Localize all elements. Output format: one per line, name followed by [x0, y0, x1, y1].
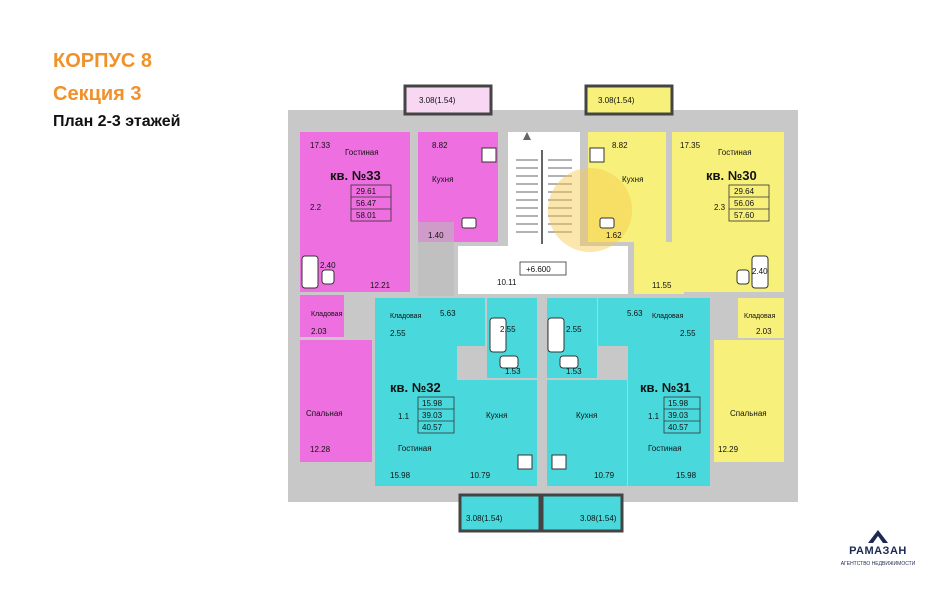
- fixtures: [301, 147, 769, 470]
- storage-area-31: 2.55: [680, 329, 696, 338]
- storage-area-30: 2.03: [756, 327, 772, 336]
- wc-area-30: 1.62: [606, 231, 622, 240]
- area-living-31: 15.98: [668, 399, 689, 408]
- area-total-33: 56.47: [356, 199, 377, 208]
- bath-area-31: 2.55: [566, 325, 582, 334]
- storage-area-33: 2.03: [311, 327, 327, 336]
- area-total-31: 39.03: [668, 411, 689, 420]
- balcony-bottom-left: [458, 493, 542, 533]
- kitchen-area-32: 10.79: [470, 471, 491, 480]
- kitchen-label-32: Кухня: [486, 411, 507, 420]
- apartment-code-30: 2.3: [714, 203, 726, 212]
- kitchen-label-33: Кухня: [432, 175, 453, 184]
- area-with-balcony-33: 58.01: [356, 211, 377, 220]
- storage-label-30: Кладовая: [744, 313, 776, 320]
- bedroom-area-33: 12.28: [310, 445, 331, 454]
- kitchen-area-30: 8.82: [612, 141, 628, 150]
- apartment-title-32: кв. №32: [390, 380, 441, 395]
- watermark-shape: [418, 222, 454, 296]
- apartment-32: [375, 298, 537, 486]
- area-with-balcony-31: 40.57: [668, 423, 689, 432]
- apartment-title-31: кв. №31: [640, 380, 691, 395]
- stair-hall-area: 10.11: [497, 278, 517, 287]
- kitchen-label-31: Кухня: [576, 411, 597, 420]
- living-label-32: Гостиная: [398, 444, 432, 453]
- watermark-circle: [548, 168, 632, 252]
- area-living-32: 15.98: [422, 399, 443, 408]
- bath-area-32: 2.55: [500, 325, 516, 334]
- apartment-code-32: 1.1: [398, 412, 410, 421]
- wc-area-31: 1.53: [566, 367, 582, 376]
- apartment-code-33: 2.2: [310, 203, 322, 212]
- living-area-32: 15.98: [390, 471, 411, 480]
- plan-title: План 2-3 этажей: [53, 113, 181, 130]
- living-area-33: 17.33: [310, 141, 331, 150]
- wc-area-33: 1.40: [428, 231, 444, 240]
- area-living-30: 29.64: [734, 187, 755, 196]
- hall-area-30: 11.55: [652, 281, 672, 290]
- logo-roof-icon: [868, 530, 888, 543]
- balcony-top-left: [403, 84, 493, 116]
- living-area-31: 15.98: [676, 471, 697, 480]
- building-title: КОРПУС 8: [53, 50, 153, 72]
- area-total-30: 56.06: [734, 199, 755, 208]
- bedroom-label-30: Спальная: [730, 409, 767, 418]
- elevation-mark: +6.600: [526, 265, 551, 274]
- storage-label-31: Кладовая: [652, 313, 684, 320]
- balcony-bottom-right: [540, 493, 624, 533]
- hall-area-32: 5.63: [440, 309, 456, 318]
- bath-area-30: 2.40: [752, 267, 768, 276]
- company-logo: РАМАЗАН АГЕНТСТВО НЕДВИЖИМОСТИ: [838, 527, 918, 577]
- bedroom-area-30: 12.29: [718, 445, 739, 454]
- wc-area-32: 1.53: [505, 367, 521, 376]
- living-label-30: Гостиная: [718, 148, 752, 157]
- living-label-33: Гостиная: [345, 148, 379, 157]
- section-title: Секция 3: [53, 83, 142, 105]
- storage-label-33: Кладовая: [311, 311, 343, 318]
- kitchen-area-33: 8.82: [432, 141, 448, 150]
- balcony-label-bottom-right: 3.08(1.54): [580, 514, 617, 523]
- kitchen-label-30: Кухня: [622, 175, 643, 184]
- kitchen-area-31: 10.79: [594, 471, 615, 480]
- area-with-balcony-30: 57.60: [734, 211, 755, 220]
- balcony-label-bottom-left: 3.08(1.54): [466, 514, 503, 523]
- hall-area-31: 5.63: [627, 309, 643, 318]
- balcony-label-top-right: 3.08(1.54): [598, 96, 635, 105]
- area-with-balcony-32: 40.57: [422, 423, 443, 432]
- living-area-30: 17.35: [680, 141, 701, 150]
- apartment-title-30: кв. №30: [706, 168, 757, 183]
- balcony-label-top-left: 3.08(1.54): [419, 96, 456, 105]
- storage-area-32: 2.55: [390, 329, 406, 338]
- apartment-title-33: кв. №33: [330, 168, 381, 183]
- hall-area-33: 12.21: [370, 281, 391, 290]
- apartment-code-31: 1.1: [648, 412, 660, 421]
- balcony-top-right: [584, 84, 674, 116]
- bath-area-33: 2.40: [320, 261, 336, 270]
- area-total-32: 39.03: [422, 411, 443, 420]
- bedroom-label-33: Спальная: [306, 409, 343, 418]
- storage-label-32: Кладовая: [390, 313, 422, 320]
- logo-tagline: АГЕНТСТВО НЕДВИЖИМОСТИ: [840, 561, 916, 567]
- logo-name: РАМАЗАН: [849, 545, 907, 557]
- living-label-31: Гостиная: [648, 444, 682, 453]
- area-living-33: 29.61: [356, 187, 377, 196]
